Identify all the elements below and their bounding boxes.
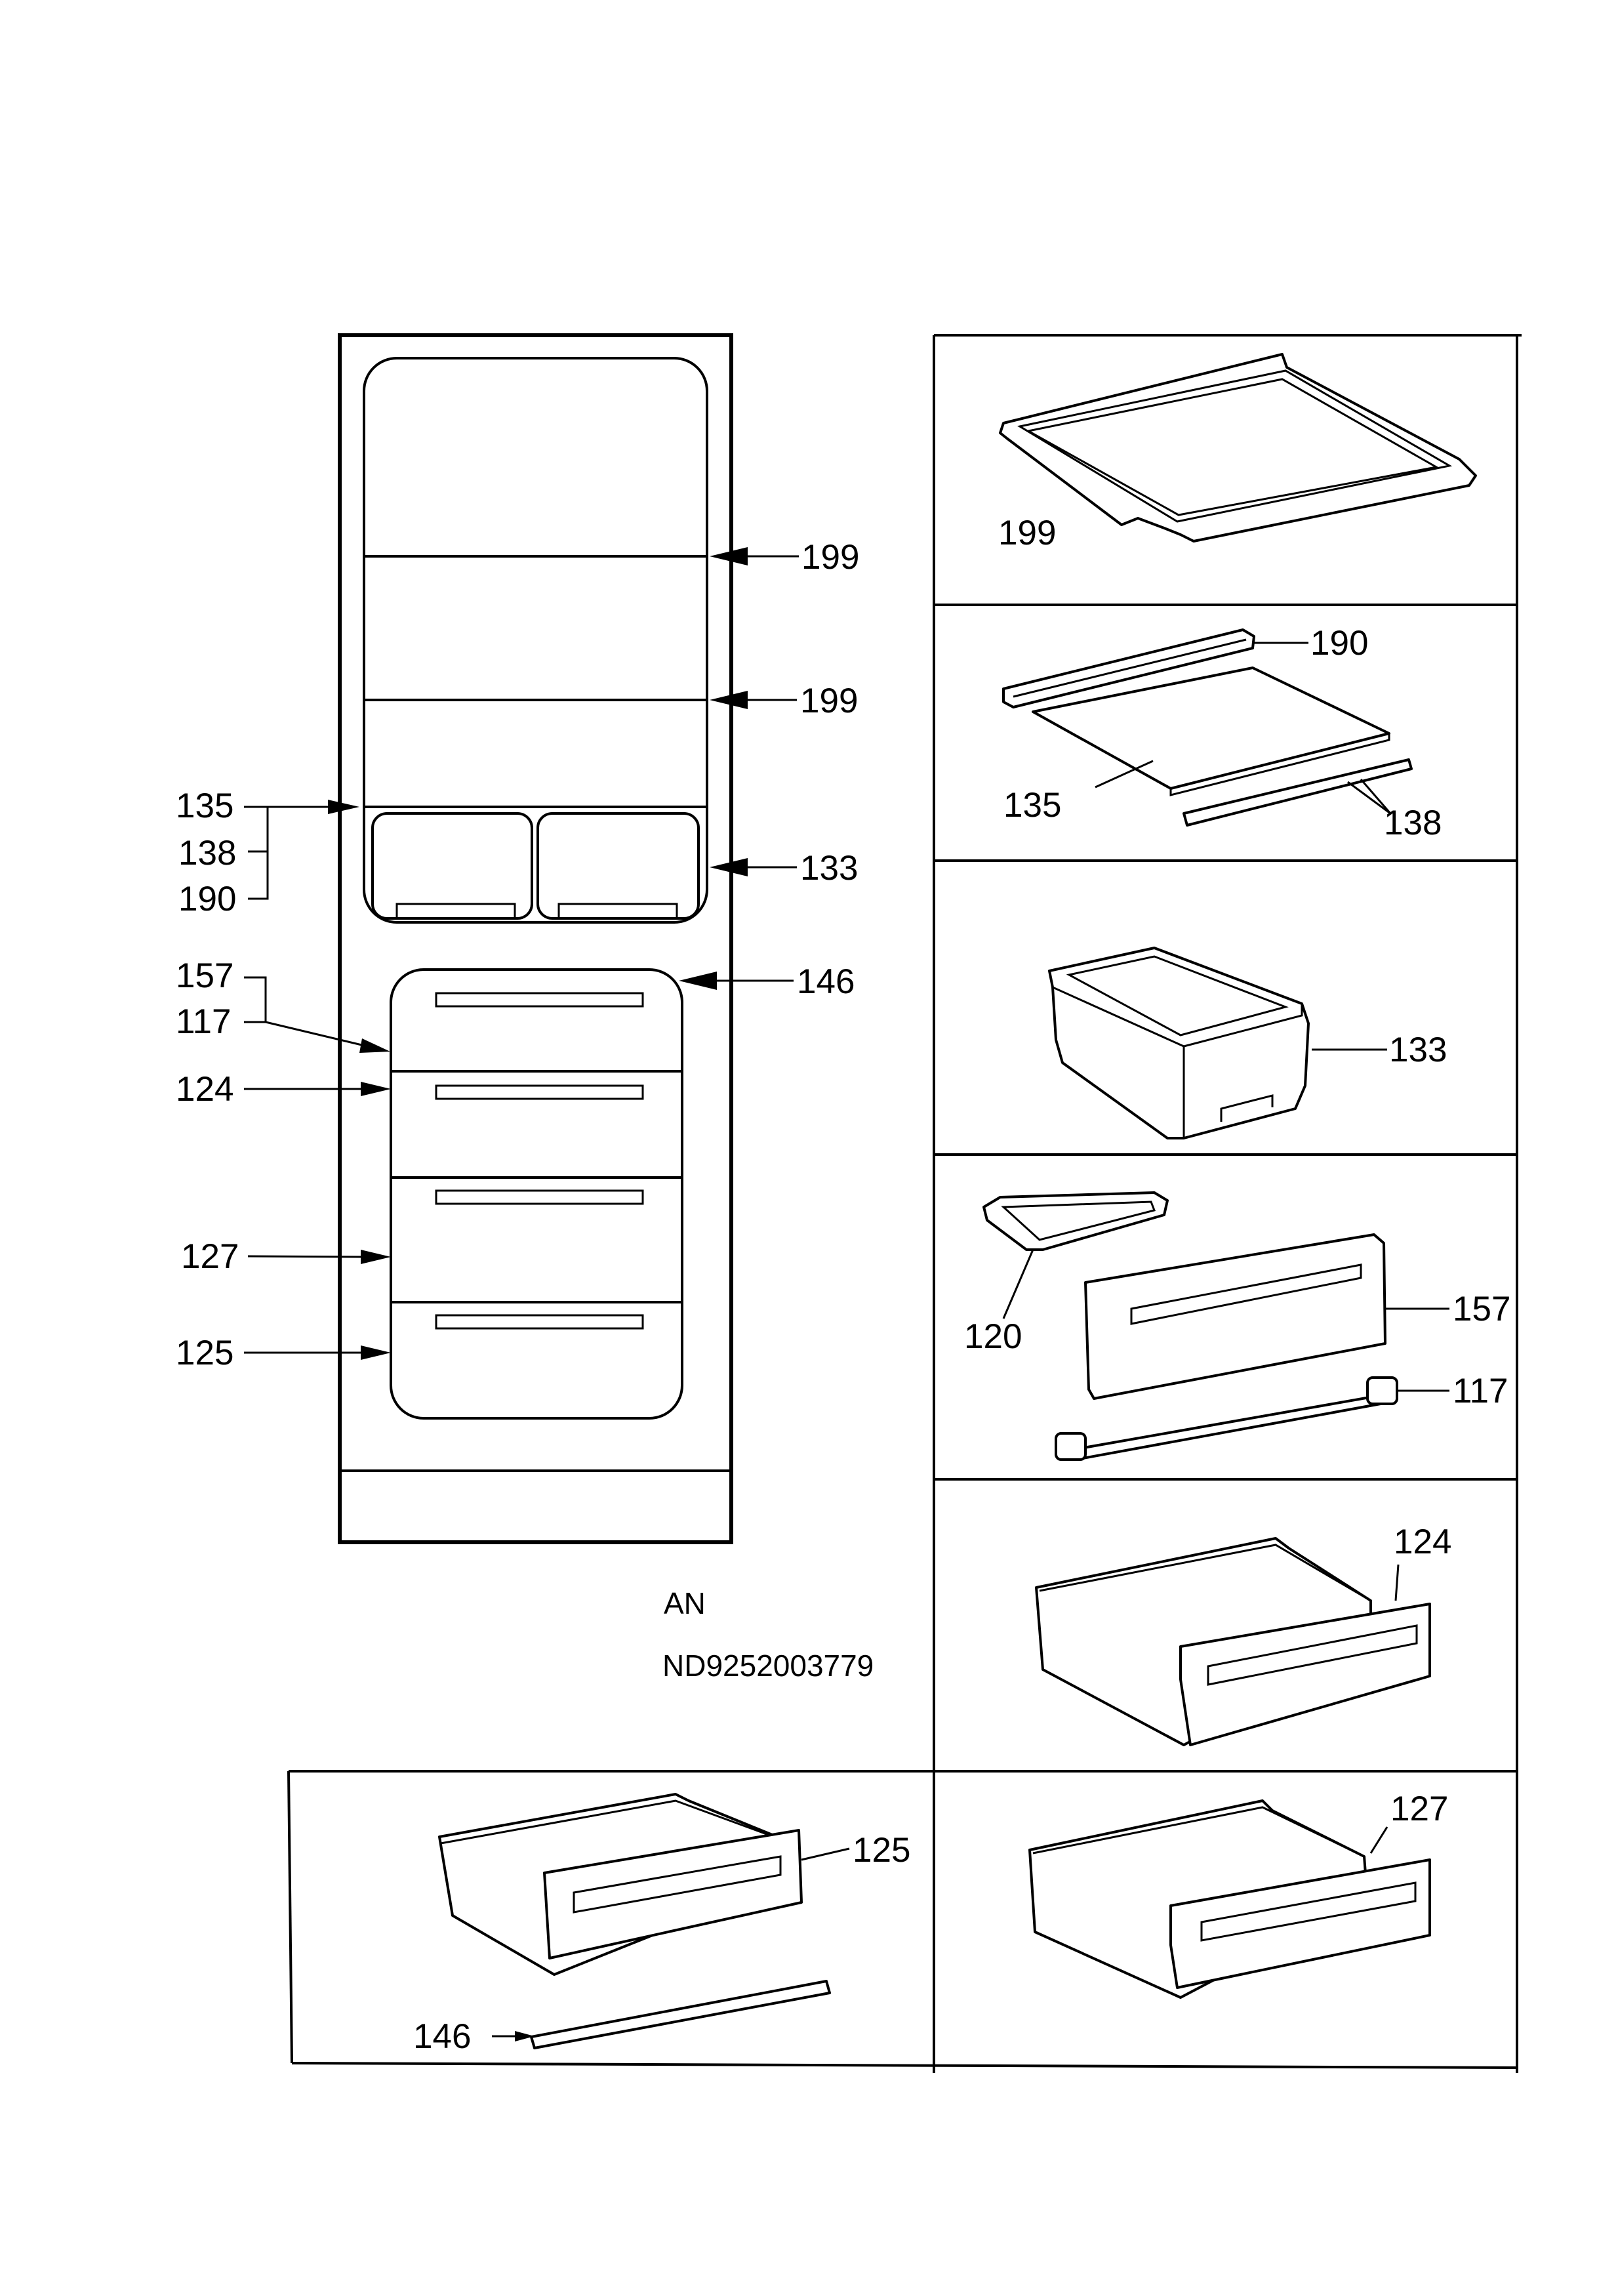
freezer-handle-4 [435,1314,644,1330]
panel6-label-146: 146 [413,2017,471,2056]
panel-shelf-set: 190 135 138 [1002,624,1442,842]
panel5-label-124: 124 [1394,1523,1451,1561]
document-number: ND9252003779 [662,1649,874,1683]
panel-grid [287,334,1522,2073]
panel-drawer-124: 124 [1035,1523,1451,1746]
arrow-head [361,1082,391,1096]
arrow-head [515,2031,535,2041]
crisper-left-handle [395,903,516,920]
callout-138: 138 [178,834,236,872]
panel-drawer-127: 127 [1028,1790,1448,1999]
arrow-head [679,972,717,990]
callout-125: 125 [176,1334,233,1372]
cabinet-callouts-right: 199 199 133 146 [679,538,859,1001]
model-code: AN [664,1586,706,1620]
panel2-label-190: 190 [1310,624,1368,663]
crisper-right-handle [557,903,678,920]
callout-127: 127 [181,1237,239,1276]
panel1-label-199: 199 [998,514,1056,552]
callout-135: 135 [176,787,233,825]
cabinet-callouts-left: 135 138 190 157 117 124 127 125 [176,787,391,1372]
crisper-left [371,812,533,920]
freezer-compartment [390,968,683,1420]
callout-117: 117 [176,1002,232,1041]
callout-199-top: 199 [801,538,859,577]
arrow-head [710,858,748,876]
panel4-label-157: 157 [1453,1290,1510,1328]
arrow-head [710,691,748,709]
panel6-label-125: 125 [853,1831,910,1870]
callout-157: 157 [176,956,233,995]
arrow-head [361,1345,391,1360]
fridge-compartment [363,357,708,924]
panel2-label-138: 138 [1384,804,1442,842]
callout-146: 146 [797,962,855,1001]
panel2-label-135: 135 [1003,786,1061,825]
callout-124: 124 [176,1070,233,1109]
panel3-label-133: 133 [1389,1031,1447,1069]
panel-crisper-133: 133 [1048,947,1447,1139]
freezer-handle-3 [435,1189,644,1205]
panel-drawer-125: 125 146 [413,1793,910,2056]
panel7-label-127: 127 [1390,1790,1448,1828]
freezer-handle-2 [435,1084,644,1100]
callout-190: 190 [178,880,236,918]
callout-133: 133 [800,849,858,888]
panel4-label-117: 117 [1453,1372,1508,1410]
arrow-head [710,547,748,565]
crisper-right [536,812,700,920]
panel-shelf-199: 199 [998,353,1477,552]
arrow-head [361,1250,391,1264]
callout-199-mid: 199 [800,682,858,720]
freezer-handle-1 [435,992,644,1008]
arrow-head [328,800,359,814]
panel-freezer-flap: 120 157 117 [964,1191,1510,1461]
panel4-label-120: 120 [964,1317,1022,1356]
fridge-cabinet [338,333,733,1544]
arrow-head [359,1038,390,1053]
